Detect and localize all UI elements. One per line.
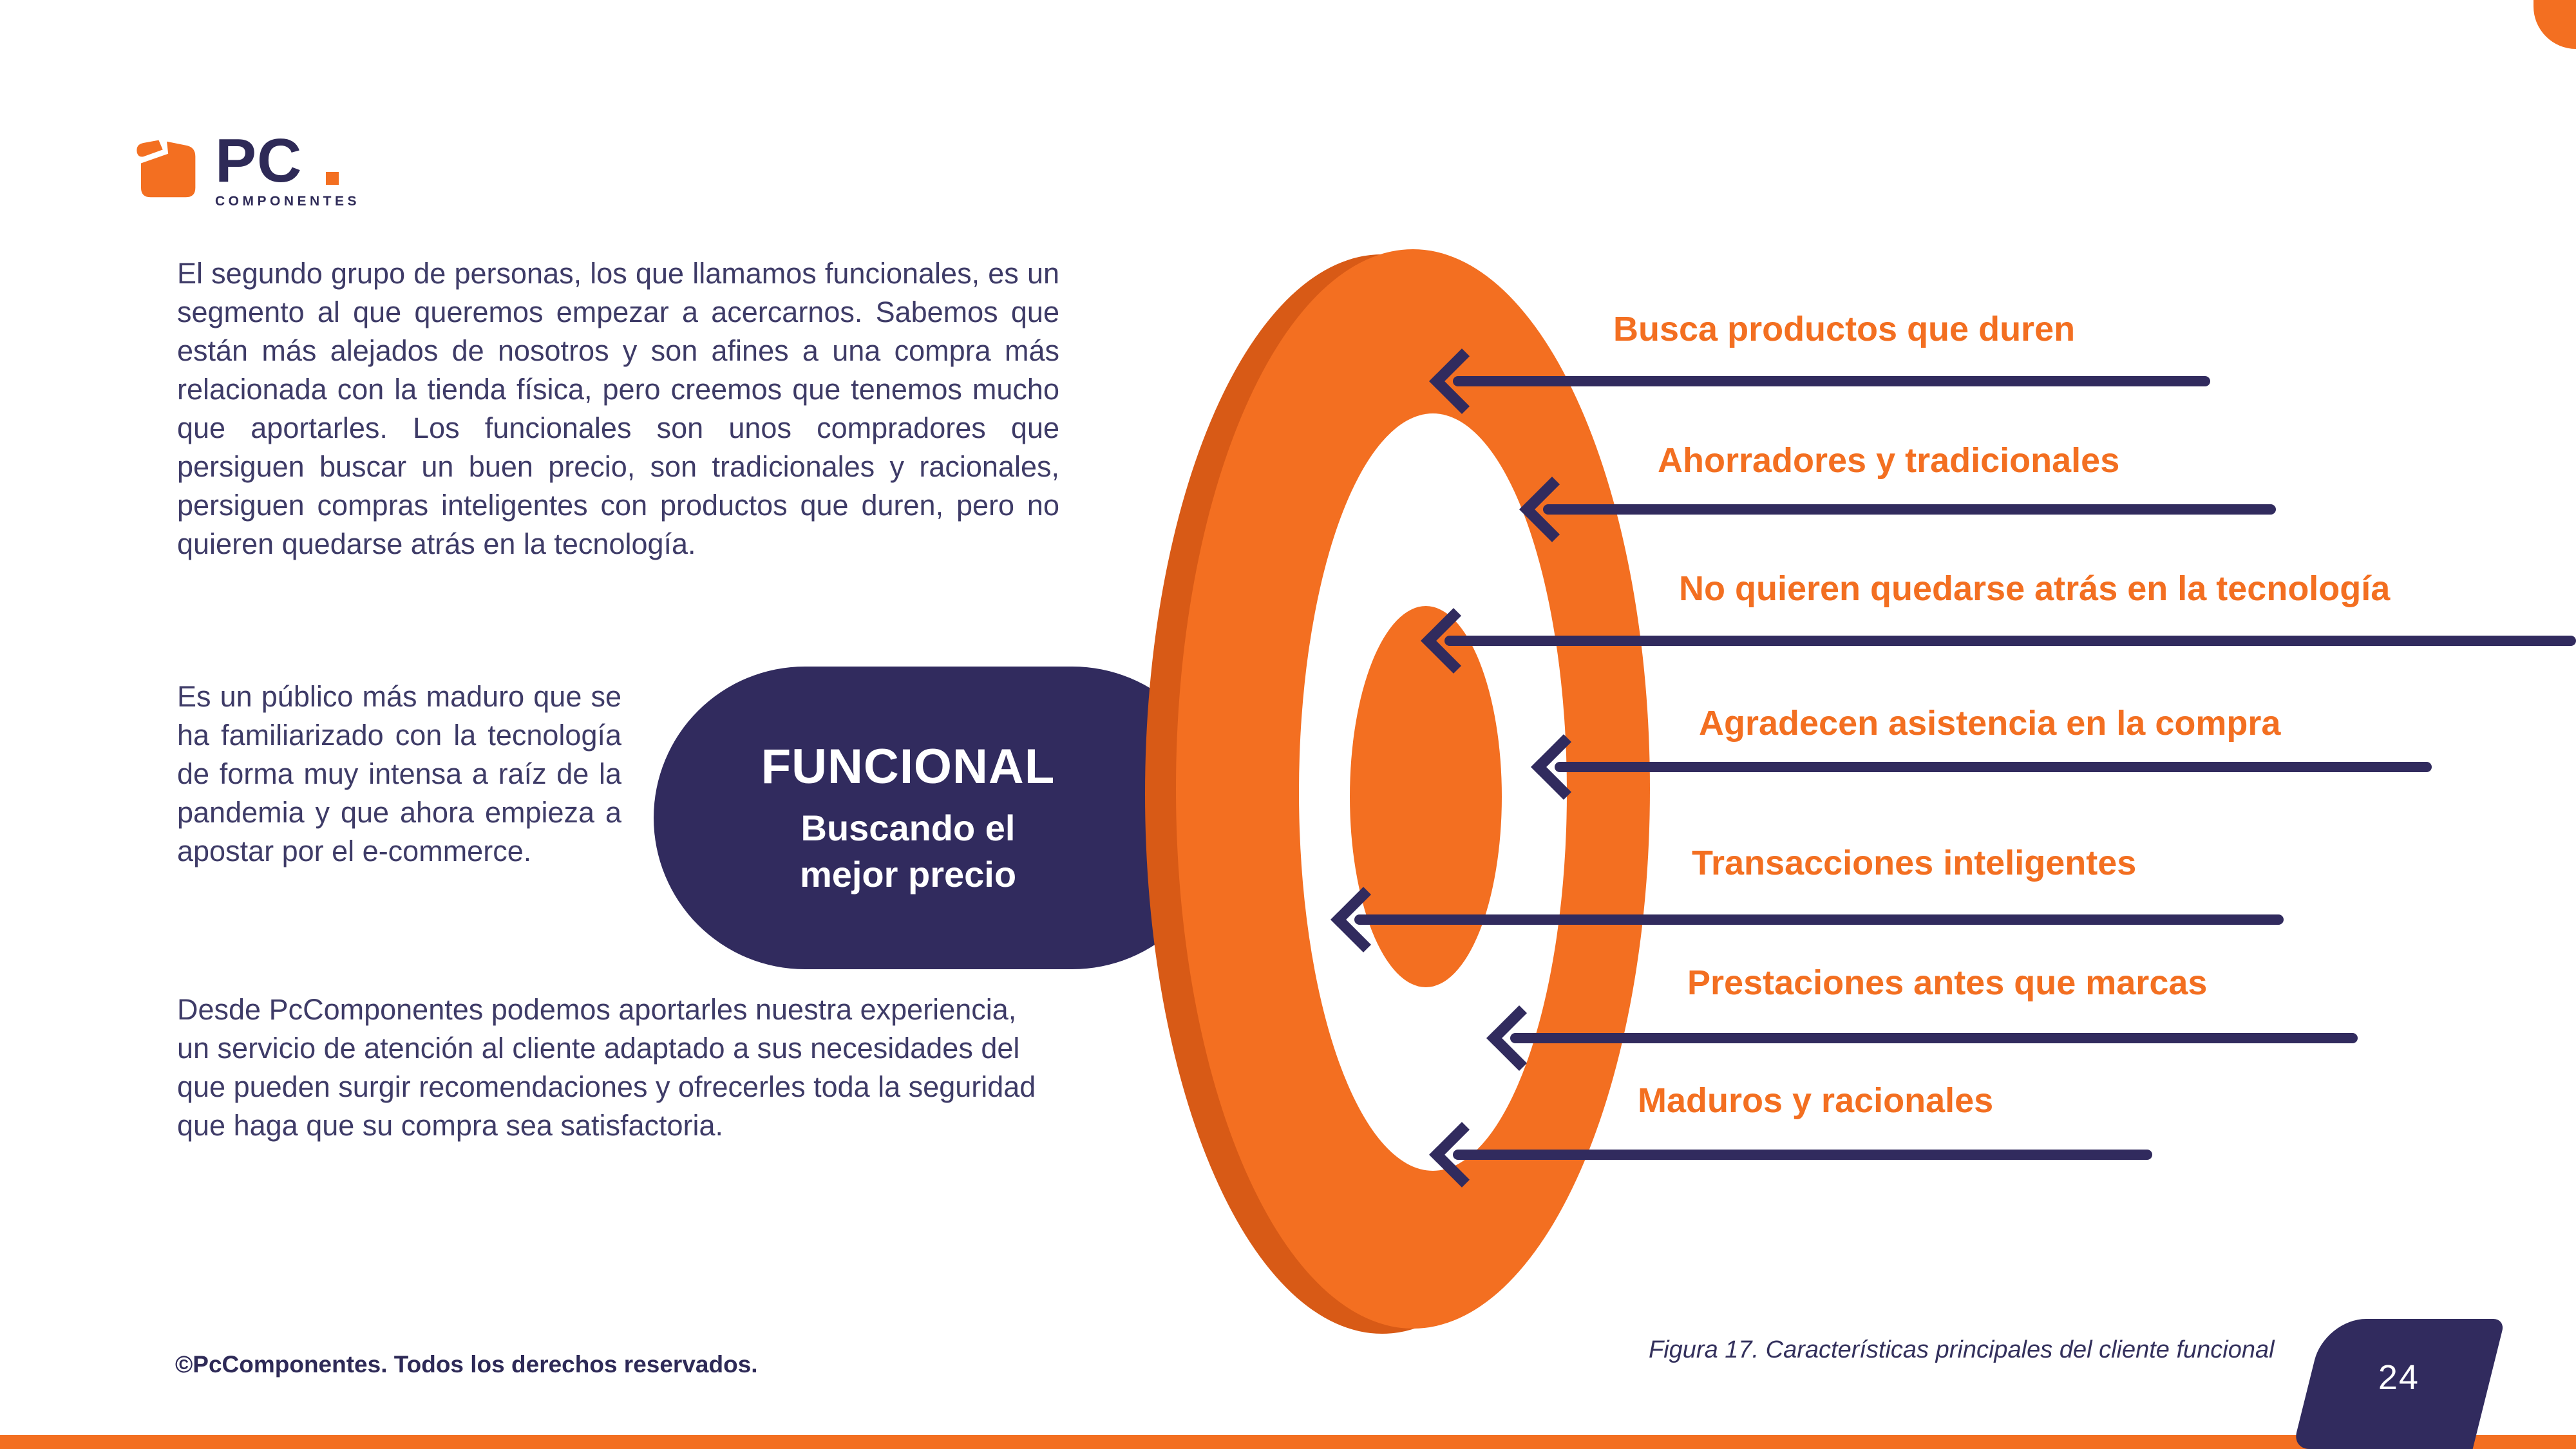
- arrow-shaft: [1555, 762, 2432, 772]
- segment-capsule: FUNCIONAL Buscando el mejor precio: [654, 667, 1224, 969]
- copyright-footer: ©PcComponentes. Todos los derechos reser…: [175, 1351, 758, 1378]
- arrow-5: [1331, 887, 2284, 952]
- arrow-shaft: [1510, 1033, 2358, 1043]
- feature-label-technology: No quieren quedarse atrás en la tecnolog…: [1679, 569, 2391, 608]
- arrow-1: [1429, 348, 2210, 414]
- feature-label-mature: Maduros y racionales: [1638, 1081, 1994, 1120]
- target-diagram: [1145, 249, 1650, 1334]
- arrow-shaft: [1453, 376, 2210, 386]
- arrow-shaft: [1453, 1150, 2152, 1160]
- feature-label-features: Prestaciones antes que marcas: [1687, 963, 2208, 1002]
- arrow-2: [1519, 477, 2276, 542]
- value-paragraph: Desde PcComponentes podemos aportarles n…: [177, 993, 1036, 1142]
- arrow-shaft: [1444, 636, 2576, 646]
- segment-title: FUNCIONAL: [761, 739, 1056, 794]
- corner-accent-shape: [2533, 0, 2576, 49]
- feature-label-transactions: Transacciones inteligentes: [1692, 844, 2137, 882]
- target-bullseye-center: [1350, 606, 1502, 987]
- pccomponentes-logo-icon: [137, 140, 196, 198]
- arrow-4: [1531, 734, 2432, 800]
- logo-wordmark: PC: [215, 126, 303, 195]
- audience-paragraph: Es un público más maduro que se ha famil…: [177, 680, 621, 867]
- bottom-accent-bar: [0, 1435, 2576, 1449]
- intro-paragraph: El segundo grupo de personas, los que ll…: [177, 257, 1059, 560]
- feature-label-assistance: Agradecen asistencia en la compra: [1699, 704, 2281, 743]
- arrow-6: [1486, 1005, 2358, 1071]
- pccomponentes-logo: PC COMPONENTES: [129, 126, 361, 209]
- arrow-3: [1421, 608, 2576, 674]
- segment-subtitle: Buscando el mejor precio: [799, 807, 1017, 895]
- page-number: 24: [2378, 1358, 2420, 1397]
- page-number-badge: 24: [2292, 1319, 2505, 1449]
- feature-label-savers: Ahorradores y tradicionales: [1658, 441, 2120, 480]
- figure-caption: Figura 17. Características principales d…: [1649, 1336, 2275, 1363]
- arrow-shaft: [1543, 504, 2276, 515]
- logo-subtext: COMPONENTES: [215, 194, 361, 209]
- feature-label-durability: Busca productos que duren: [1613, 310, 2076, 348]
- logo-text-block: PC COMPONENTES: [215, 126, 361, 209]
- arrow-7: [1429, 1122, 2152, 1188]
- arrow-shaft: [1354, 914, 2284, 925]
- logo-dot-icon: [326, 172, 339, 185]
